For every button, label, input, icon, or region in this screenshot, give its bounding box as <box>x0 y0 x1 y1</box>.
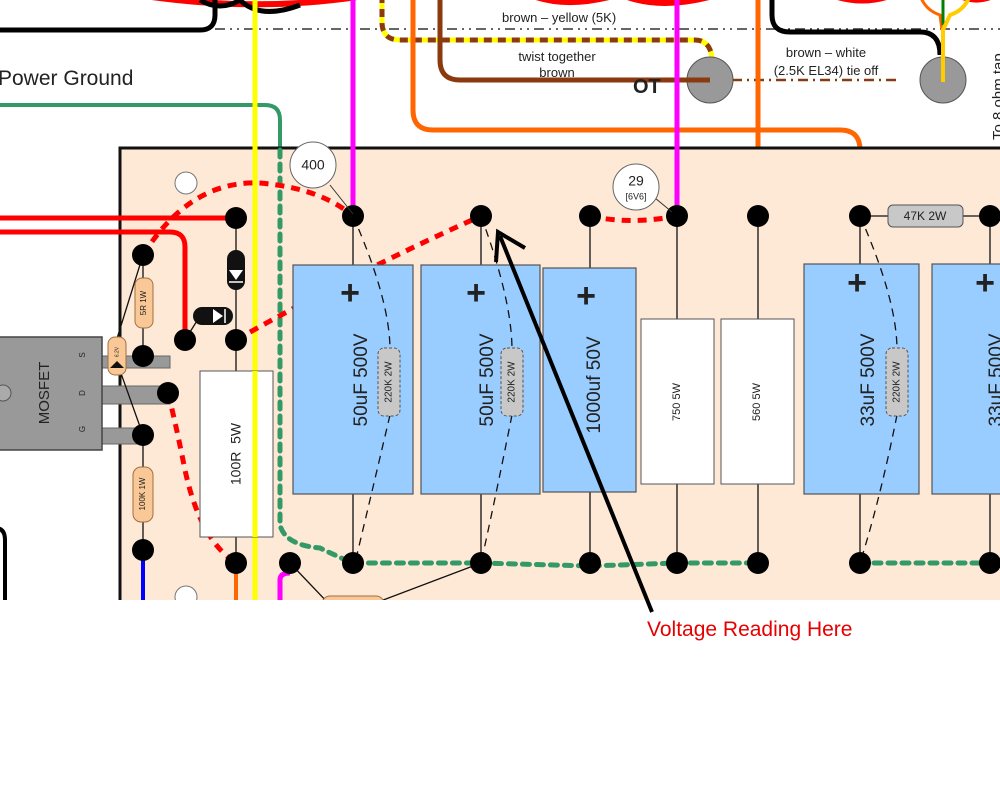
resistor-bottom-partial <box>322 595 384 600</box>
svg-text:50uF 500V: 50uF 500V <box>477 333 498 426</box>
diode-horizontal <box>193 307 233 325</box>
tie-off-label: (2.5K EL34) tie off <box>774 63 879 78</box>
power-ground-wire <box>0 103 282 150</box>
resistor-560-5w: 560 5W <box>720 318 795 485</box>
resistor-47k-2w: 47K 2W <box>887 204 964 228</box>
svg-text:33uF 500V: 33uF 500V <box>858 333 879 426</box>
svg-text:+: + <box>466 274 486 312</box>
mosfet: MOSFET S D G <box>0 336 171 451</box>
black-wire-left <box>0 0 218 33</box>
to-8ohm-label: To 8 ohm tap <box>990 53 1000 140</box>
svg-text:5R 1W: 5R 1W <box>139 290 148 315</box>
svg-text:400: 400 <box>301 157 325 173</box>
bleeder-resistor: 220K 2W <box>500 347 524 417</box>
svg-text:560 5W: 560 5W <box>751 382 763 421</box>
resistor-100r-5w: 100R 5W <box>199 370 274 538</box>
orange-wire-1 <box>410 0 863 216</box>
voltage-pointer-arrow <box>494 228 654 613</box>
twist-together-label: twist together <box>518 49 596 64</box>
svg-text:+: + <box>576 277 596 315</box>
capacitor-33uf-2: + 33uF 500V <box>931 263 1000 495</box>
mounting-hole <box>174 171 198 195</box>
svg-text:+: + <box>847 264 867 302</box>
svg-text:47K 2W: 47K 2W <box>904 209 947 223</box>
svg-text:1000uf 50V: 1000uf 50V <box>584 336 605 434</box>
resistor-5r-1w: 5R 1W <box>134 277 154 329</box>
svg-text:+: + <box>975 264 995 302</box>
zener-diode: 6.2V <box>107 336 127 376</box>
resistor-100k-1w: 100K 1W <box>132 466 154 523</box>
twist-brown-label: brown <box>539 65 574 80</box>
brown-white-label: brown – white <box>786 45 866 60</box>
svg-text:220K 2W: 220K 2W <box>892 361 903 403</box>
mosfet-pin-s: S <box>78 352 87 357</box>
svg-text:50uF 500V: 50uF 500V <box>351 333 372 426</box>
bleeder-resistor: 220K 2W <box>885 347 909 417</box>
mosfet-pin-d: D <box>78 390 87 396</box>
mounting-hole <box>174 585 198 600</box>
voltage-callout-400: 400 <box>289 141 337 189</box>
capacitor-33uf-1: + 33uF 500V <box>803 263 920 495</box>
svg-text:6.2V: 6.2V <box>114 346 120 357</box>
voltage-reading-label: Voltage Reading Here <box>647 618 852 641</box>
mosfet-label: MOSFET <box>36 362 53 425</box>
svg-text:750 5W: 750 5W <box>671 382 683 421</box>
voltage-callout-29: 29 [6V6] <box>612 163 660 211</box>
svg-text:+: + <box>340 274 360 312</box>
svg-text:[6V6]: [6V6] <box>625 191 646 201</box>
black-wire-bottom-left <box>0 526 7 600</box>
svg-text:220K 2W: 220K 2W <box>507 361 518 403</box>
bleeder-resistor: 220K 2W <box>377 347 401 417</box>
diode-vertical <box>227 250 245 290</box>
red-wire-2 <box>0 229 188 340</box>
svg-text:100R 5W: 100R 5W <box>228 422 244 485</box>
svg-text:220K 2W: 220K 2W <box>384 361 395 403</box>
red-dashed-supply <box>140 180 355 257</box>
speaker-tap-wires <box>920 0 971 82</box>
brown-twist-wire <box>437 0 710 83</box>
svg-text:100K 1W: 100K 1W <box>138 477 147 510</box>
ot-label: OT <box>633 76 661 98</box>
resistor-750-5w: 750 5W <box>640 318 715 485</box>
svg-text:33uF 500V: 33uF 500V <box>986 333 1000 426</box>
mosfet-pin-g: G <box>78 426 87 432</box>
solder-pads <box>132 205 1000 574</box>
black-wire-right <box>769 0 943 56</box>
power-ground-label: Power Ground <box>0 67 133 90</box>
svg-text:29: 29 <box>628 173 644 189</box>
brown-yellow-label: brown – yellow (5K) <box>502 10 616 25</box>
